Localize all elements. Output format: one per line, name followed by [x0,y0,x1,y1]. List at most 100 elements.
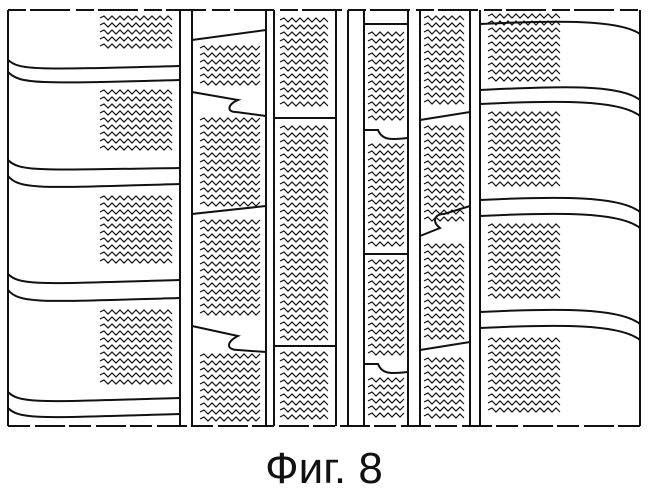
sipe-line [488,147,560,151]
sipe-line [100,217,172,221]
sipe-line [424,407,464,411]
sipe-line [200,410,260,414]
sipe-line [368,316,404,320]
sipe-line [200,262,260,266]
sipe-line [100,373,172,377]
sipe-line [200,53,260,57]
sipe-line [424,154,464,158]
sipe-line [368,228,404,232]
sipe-line [280,189,328,193]
sipe-line [280,168,328,172]
sipe-line [280,329,328,333]
sipe-line [488,14,560,18]
sipe-line [200,304,260,308]
sipe-line [424,272,464,276]
sipe-line [200,297,260,301]
sipe-line [200,67,260,71]
sipe-line [368,267,404,271]
sipe-line [100,210,172,214]
sipe-line [368,337,404,341]
sipe-line [280,266,328,270]
sipe-line [424,79,464,83]
sipe-line [424,196,464,200]
sipe-line [200,241,260,245]
sipe-line [424,335,464,339]
sipe-line [100,345,172,349]
sipe-line [100,203,172,207]
sipe-lines [100,14,560,421]
sipe-line [280,203,328,207]
sipe-line [424,286,464,290]
sipe-line [488,352,560,356]
sipe-line [100,196,172,200]
sipe-line [280,294,328,298]
sipe-line [424,372,464,376]
sipe-line [280,224,328,228]
sipe-line [368,74,404,78]
sipe-line [488,259,560,263]
sipe-line [488,140,560,144]
sipe-line [100,146,172,150]
sipe-line [200,248,260,252]
sipe-line [200,146,260,150]
sipe-line [424,314,464,318]
sipe-line [280,352,328,356]
sipe-line [488,273,560,277]
sipe-line [424,217,464,221]
sipe-line [368,151,404,155]
sipe-line [368,281,404,285]
sipe-line [100,238,172,242]
sipe-line [424,168,464,172]
sipe-line [488,77,560,81]
sipe-line [200,74,260,78]
sipe-line [200,375,260,379]
sipe-line [200,181,260,185]
sipe-line [368,116,404,120]
sipe-line [100,259,172,263]
sipe-line [368,274,404,278]
sipe-line [424,16,464,20]
sipe-line [424,293,464,297]
sipe-line [424,251,464,255]
sipe-line [280,387,328,391]
sipe-line [280,67,328,71]
sipe-line [280,245,328,249]
sipe-line [424,189,464,193]
sipe-line [200,81,260,85]
sipe-line [280,287,328,291]
sipe-line [200,396,260,400]
sipe-line [368,179,404,183]
sipe-line [280,415,328,419]
sipe-line [368,102,404,106]
sipe-line [488,380,560,384]
sipe-line [100,380,172,384]
sipe-line [200,283,260,287]
sipe-line [368,392,404,396]
sipe-line [100,359,172,363]
sipe-line [368,242,404,246]
sipe-line [280,161,328,165]
sipe-line [424,37,464,41]
sipe-line [368,323,404,327]
sipe-line [200,403,260,407]
sipe-line [280,126,328,130]
tire-tread-drawing [0,0,648,440]
sipe-line [280,366,328,370]
sipe-line [280,231,328,235]
sipe-line [424,133,464,137]
sipe-line [488,394,560,398]
sipe-line [488,408,560,412]
sipe-line [424,358,464,362]
sipe-line [100,366,172,370]
sipe-line [424,65,464,69]
sipe-line [368,95,404,99]
sipe-line [200,188,260,192]
sipe-line [488,126,560,130]
sipe-line [280,280,328,284]
sipe-line [280,259,328,263]
sipe-line [200,354,260,358]
sipe-line [488,345,560,349]
sipe-line [488,175,560,179]
sipe-line [368,200,404,204]
sipe-line [100,44,172,48]
